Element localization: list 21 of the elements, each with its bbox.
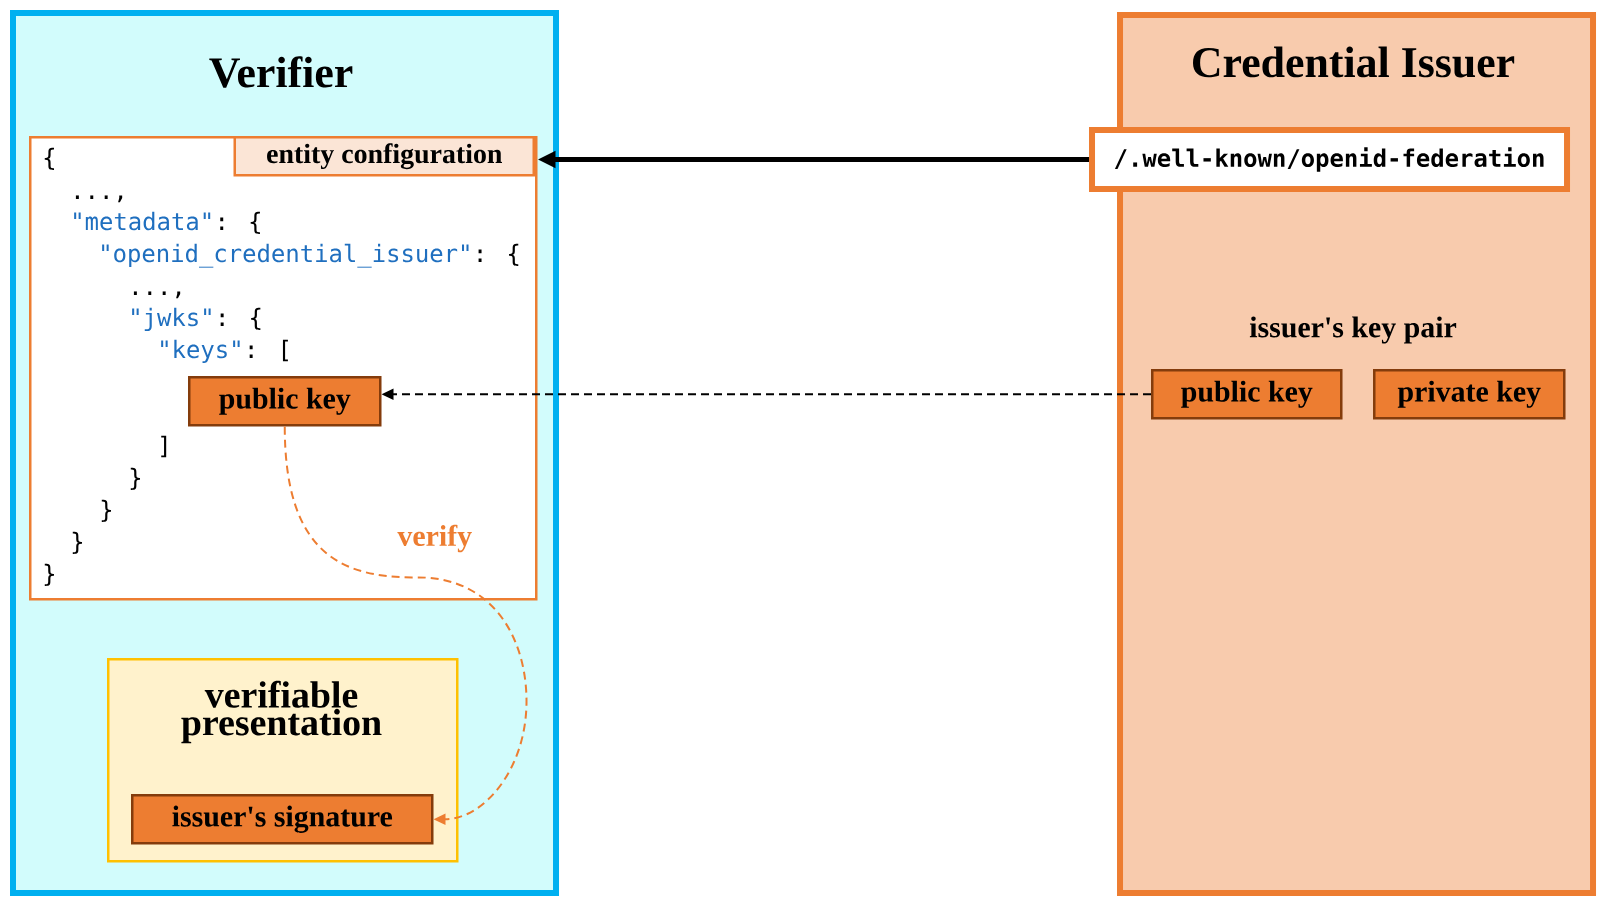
code-line: "openid_credential_issuer" : { [102,243,519,268]
code-line: } [72,531,82,554]
code-line: "metadata" : { [74,211,260,234]
code-line: "jwks" : { [132,307,261,331]
key-box: public key [1151,369,1343,420]
code-line: "keys" : [ [161,339,288,363]
key-box: private key [1373,369,1566,420]
group-label: issuer's key pair [1249,316,1457,344]
url-box: /.well-known/openid-federation [1089,127,1571,192]
code-line: ] [161,435,167,458]
code-line: } [101,499,111,522]
code-line: { [44,147,54,170]
code-line: } [130,467,140,490]
code-line: ..., [75,195,123,203]
key-box: issuer's signature [131,794,434,845]
key-box: public key [188,376,382,427]
arrow [283,425,528,826]
edge-label: verify [397,524,472,553]
tab-label: entity configuration [233,136,535,177]
code-line: ..., [133,291,181,299]
code-line: } [44,563,54,586]
